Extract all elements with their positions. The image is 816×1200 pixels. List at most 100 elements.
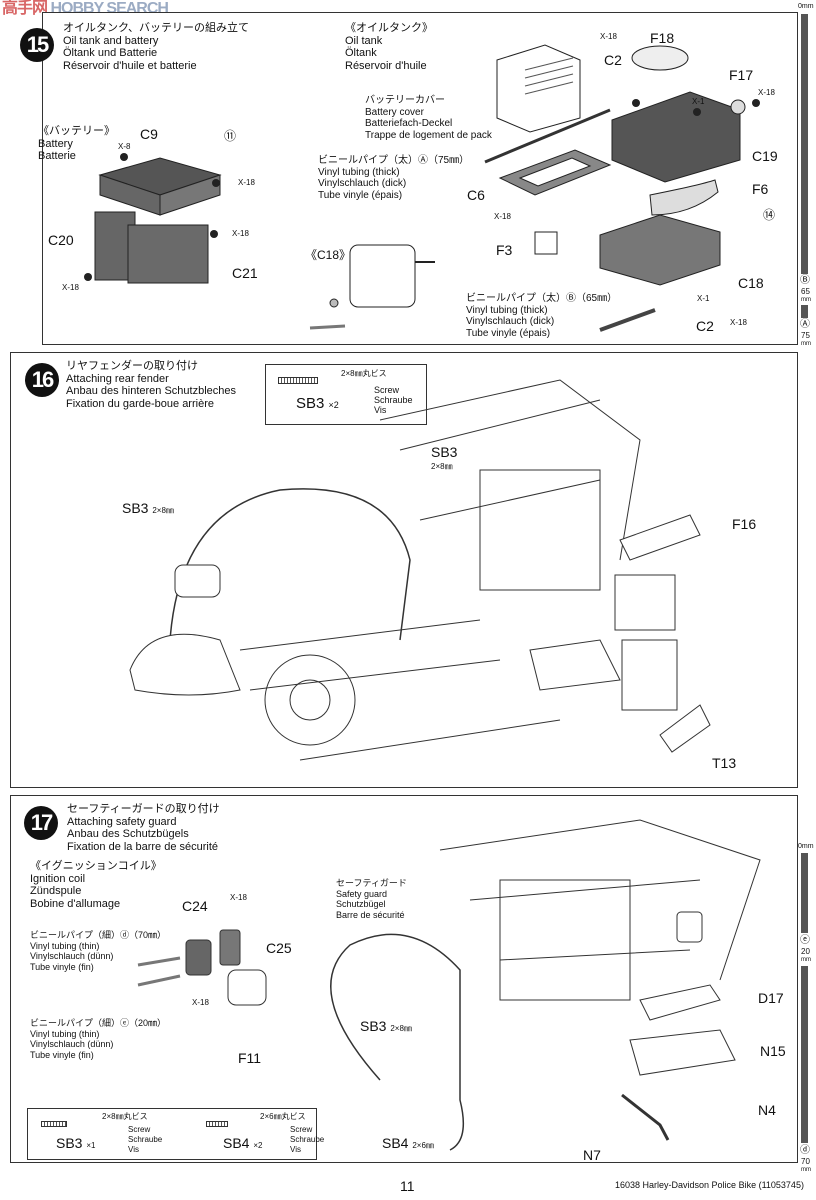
l: Batteriefach-Deckel (365, 118, 453, 129)
part-d17: D17 (758, 990, 784, 1006)
heading-ja: 《オイルタンク》 (345, 22, 433, 34)
part-c18: C18 (738, 275, 764, 291)
part-x18: X-18 (62, 283, 79, 292)
vinyl-tube-ruler-b (801, 14, 808, 274)
part-x18: X-18 (230, 893, 247, 902)
label-fr: Batterie (38, 150, 76, 162)
tube-a-label: ビニールパイプ（太）Ⓐ（75㎜）Vinyl tubing (thick)Viny… (318, 155, 469, 201)
l: Screw (128, 1125, 151, 1134)
label-fr: Réservoir d'huile (345, 59, 427, 72)
l: Tube vinyle (épais) (318, 189, 403, 201)
part-f6: F6 (752, 181, 769, 197)
screw-size: 2×8㎜丸ビス (341, 369, 387, 378)
part-n7: N7 (583, 1147, 601, 1163)
ruler-e-unit: mm (801, 957, 811, 963)
l: Schraube (128, 1135, 163, 1144)
qty: ×2 (328, 400, 339, 410)
l: ビニールパイプ（細）ⓔ（20㎜） (30, 1018, 167, 1028)
label-en: Oil tank (345, 34, 383, 47)
part-c2: C2 (696, 318, 714, 334)
l: Vinylschlauch (dünn) (30, 1039, 114, 1049)
part-x18: X-18 (758, 88, 775, 97)
part-x18: X-18 (192, 998, 209, 1007)
title-en: Oil tank and battery (63, 34, 159, 47)
l: Vinylschlauch (dick) (318, 178, 407, 189)
step-17-panel (10, 795, 798, 1163)
code: SB4 (382, 1135, 409, 1151)
l: Screw (290, 1125, 313, 1134)
ruler-a-label: Ⓐ (800, 319, 810, 330)
l: Vinyl tubing (thick) (466, 304, 548, 316)
ruler-e-label: ⓔ (800, 935, 810, 946)
l: Trappe de logement de pack (365, 129, 492, 141)
screw-icon (278, 377, 318, 384)
l: ビニールパイプ（太）Ⓐ（75㎜） (318, 155, 470, 166)
part-c25: C25 (266, 940, 292, 956)
qty: ×1 (86, 1141, 96, 1150)
l: Fixation de la barre de sécurité (67, 840, 219, 853)
part-n4: N4 (758, 1102, 776, 1118)
part-x18: X-18 (494, 212, 511, 221)
title-ja: オイルタンク、バッテリーの組み立て (63, 22, 250, 34)
screw-code: SB3 ×1 (56, 1135, 95, 1154)
step-number-16: 16 (25, 363, 59, 397)
title-de: Öltank und Batterie (63, 47, 158, 59)
screw-code: SB4 ×2 (223, 1135, 262, 1154)
label-de: Öltank (345, 47, 377, 59)
l: Schraube (290, 1135, 325, 1144)
decal-14: ⑭ (763, 208, 776, 222)
part-x1: X-1 (697, 294, 710, 303)
tube-d-label: ビニールパイプ（細）ⓓ（70㎜）Vinyl tubing (thin)Vinyl… (30, 930, 166, 972)
product-footer: 16038 Harley-Davidson Police Bike (11053… (615, 1180, 804, 1190)
decal-11: ⑪ (224, 129, 237, 143)
part-x1: X-1 (692, 97, 705, 106)
code: SB4 (223, 1135, 250, 1151)
l: Vinyl tubing (thin) (30, 1028, 100, 1039)
part-sb4: SB4 2×6㎜ (382, 1135, 434, 1154)
part-c6: C6 (467, 187, 485, 203)
code: SB3 (122, 500, 149, 516)
l: Schraube (374, 395, 413, 405)
part-c21: C21 (232, 265, 258, 281)
part-f18: F18 (650, 30, 675, 46)
screw-size: 2×8㎜丸ビス (102, 1112, 148, 1121)
l: セーフティーガードの取り付け (67, 803, 220, 815)
step-number-15: 15 (20, 28, 54, 62)
tube-b-label: ビニールパイプ（太）Ⓑ（65㎜）Vinyl tubing (thick)Viny… (466, 293, 617, 339)
part-x8: X-8 (118, 142, 131, 151)
ruler-a-unit: mm (801, 341, 811, 347)
l: ビニールパイプ（細）ⓓ（70㎜） (30, 930, 167, 940)
heading-ja: 《バッテリー》 (38, 125, 115, 137)
l: 《イグニッションコイル》 (30, 860, 162, 872)
l: リヤフェンダーの取り付け (66, 360, 198, 372)
l: Vinyl tubing (thick) (318, 166, 400, 178)
watermark-logo-text: 高手网 (2, 0, 48, 17)
l: Safety guard (336, 888, 388, 899)
l: Anbau des Schutzbügels (67, 828, 189, 840)
l: Screw (374, 385, 400, 395)
ruler-zero: 0mm (798, 843, 814, 850)
part-x18: X-18 (600, 32, 617, 41)
part-n15: N15 (760, 1043, 786, 1059)
ruler-a-length: 75 (801, 331, 810, 340)
l: バッテリーカバー (365, 95, 445, 106)
l: Ignition coil (30, 872, 86, 885)
l: Tube vinyle (épais) (466, 327, 551, 339)
part-f16: F16 (732, 516, 757, 532)
page-number: 11 (400, 1178, 415, 1194)
size: 2×8㎜ (390, 1024, 412, 1033)
part-c2: C2 (604, 52, 622, 68)
ruler-b-length: 65 (801, 287, 810, 296)
